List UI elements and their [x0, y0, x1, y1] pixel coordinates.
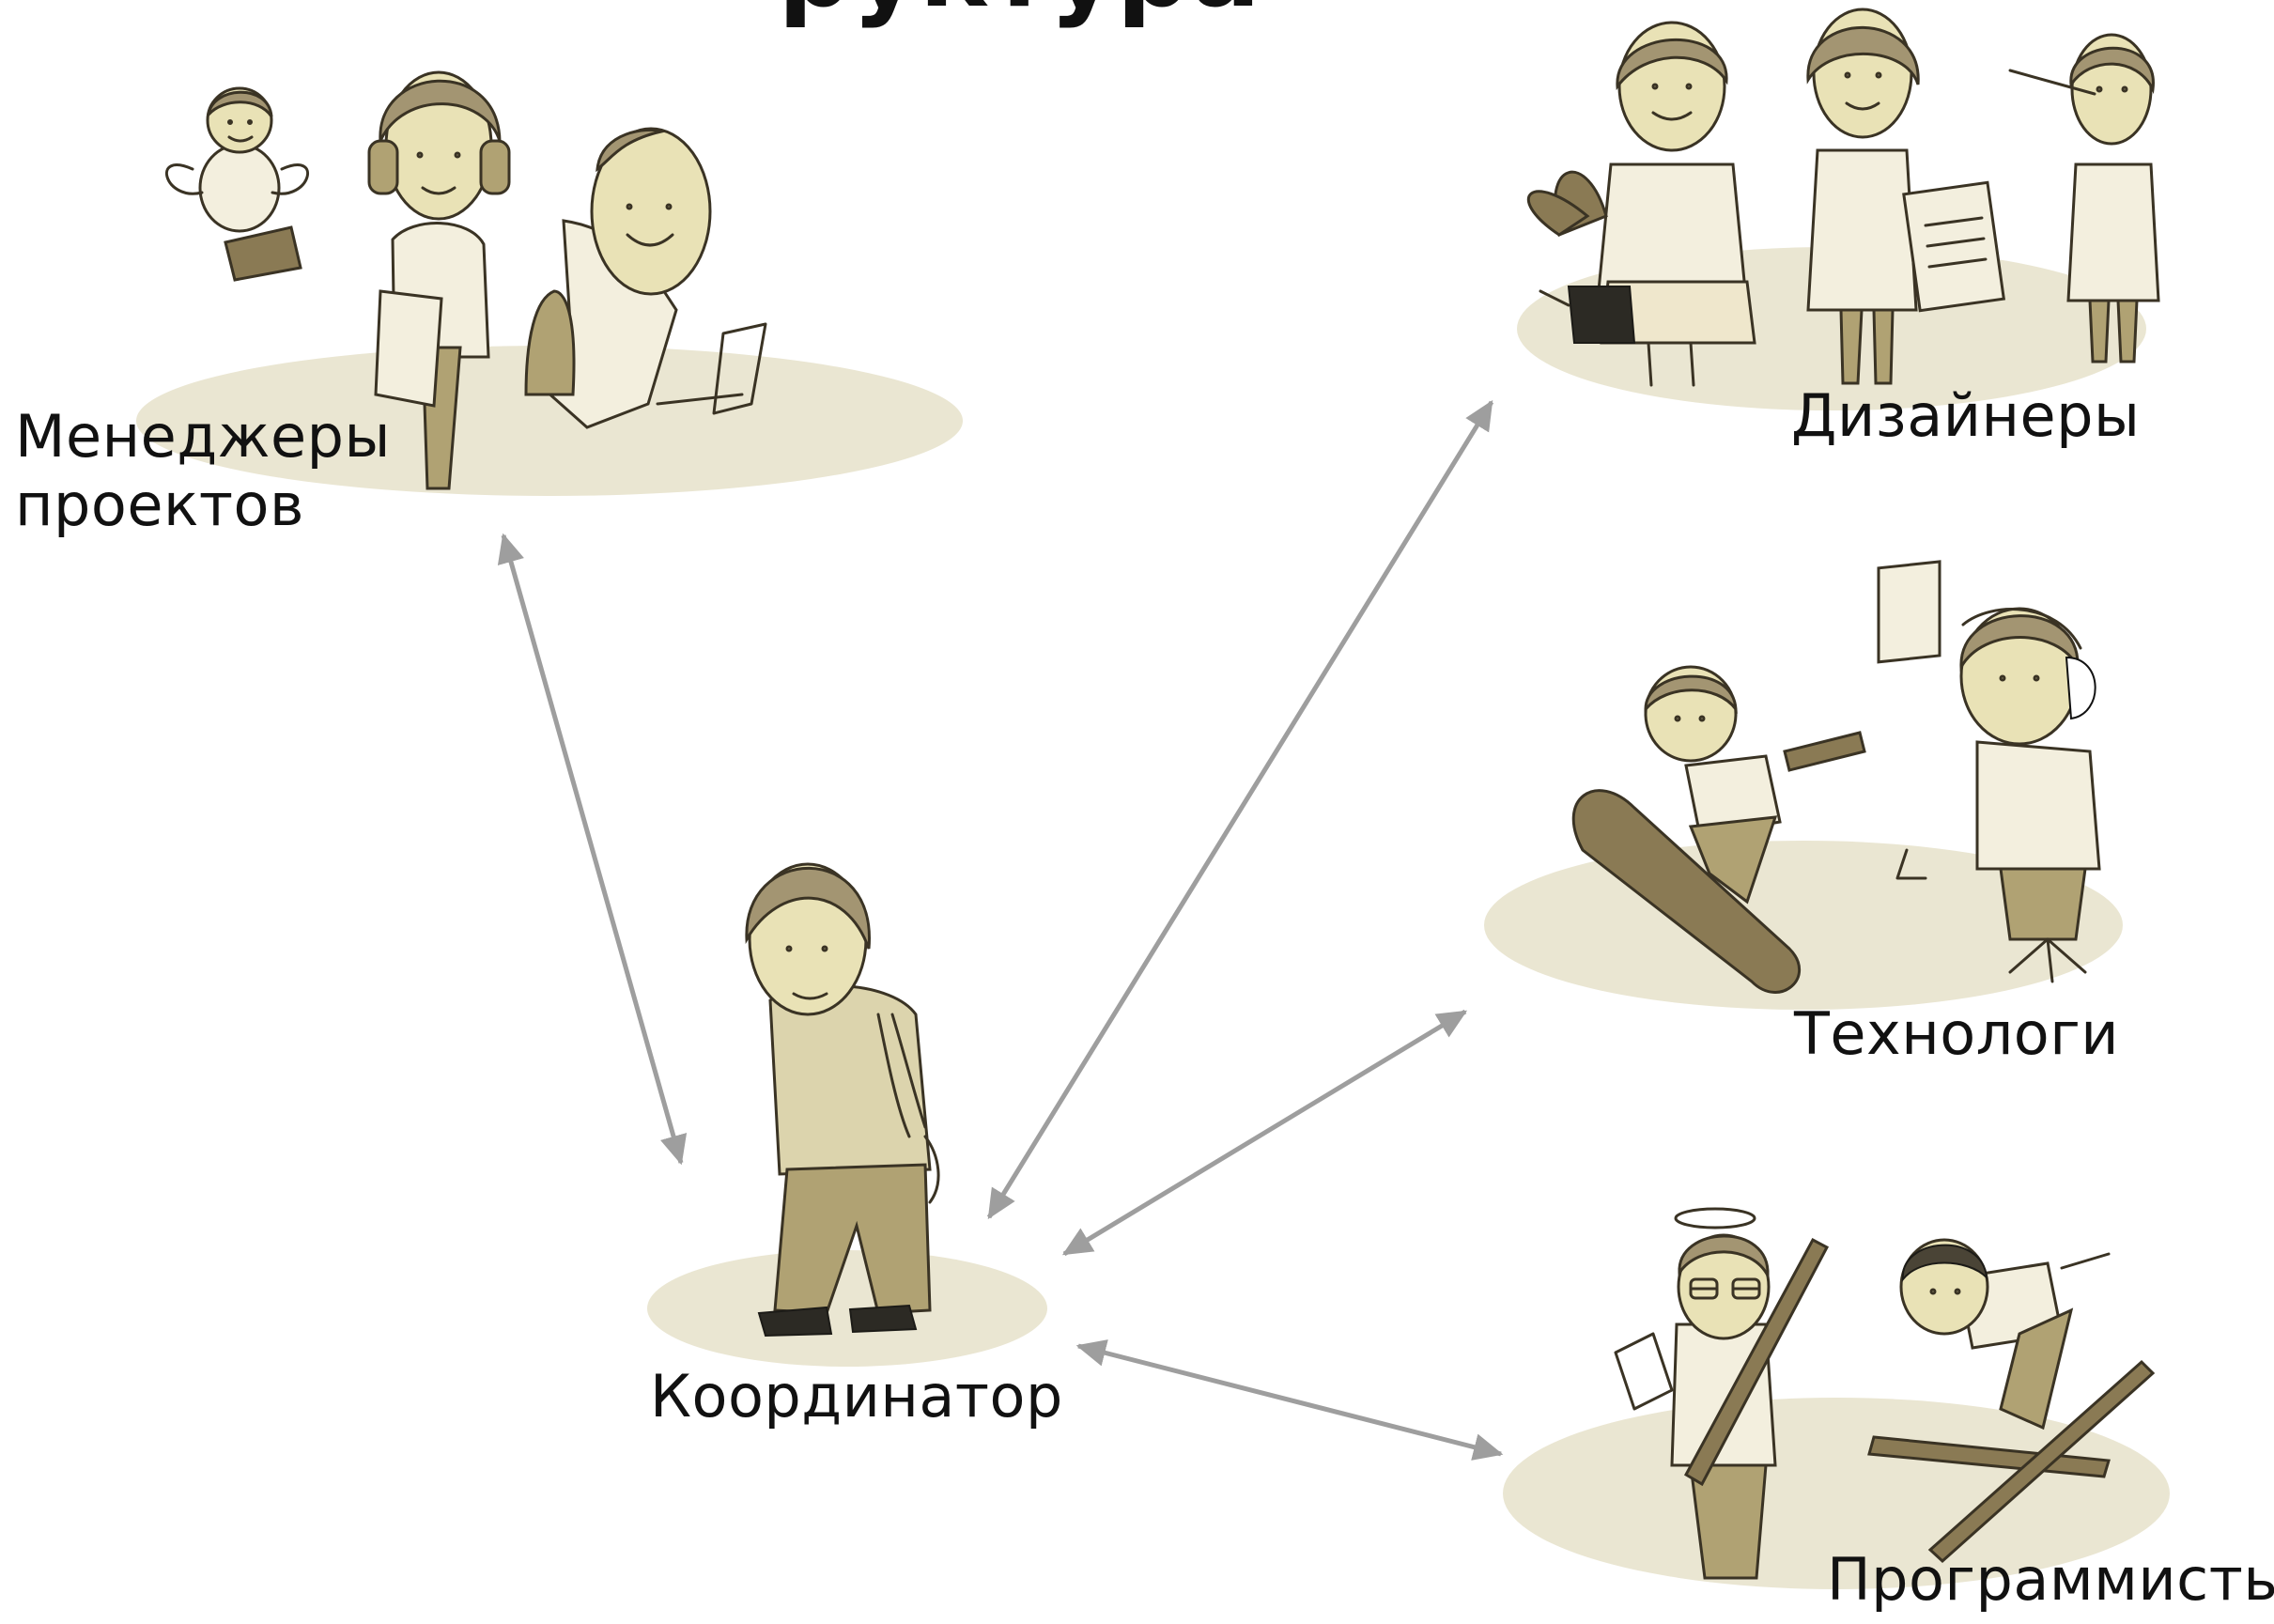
managers-illustration [165, 70, 767, 490]
connection-arrows [497, 399, 1504, 1461]
arrow-coordinator-programmers [1075, 1339, 1504, 1461]
programmers-illustration [1614, 1207, 2156, 1580]
designers-label: Дизайнеры [1791, 381, 2141, 450]
managers-label-line1: Менеджеры [15, 402, 391, 471]
programmers-platform [1503, 1398, 2170, 1589]
designers-illustration [1526, 8, 2160, 387]
arrow-coordinator-designers [986, 399, 1494, 1220]
programmers-label: Программисты [1827, 1545, 2274, 1614]
technologists-illustration [1571, 560, 2101, 994]
coordinator-label: Координатор [650, 1362, 1063, 1431]
managers-label: Менеджеры проектов [15, 402, 391, 539]
coordinator-platform [647, 1250, 1047, 1367]
arrow-coordinator-technologists [1061, 1009, 1468, 1257]
coordinator-illustration [745, 862, 940, 1338]
arrow-coordinator-managers [497, 533, 688, 1166]
technologists-label: Технологи [1794, 999, 2120, 1068]
page-title: руктура [778, 0, 1261, 30]
managers-label-line2: проектов [15, 471, 305, 540]
